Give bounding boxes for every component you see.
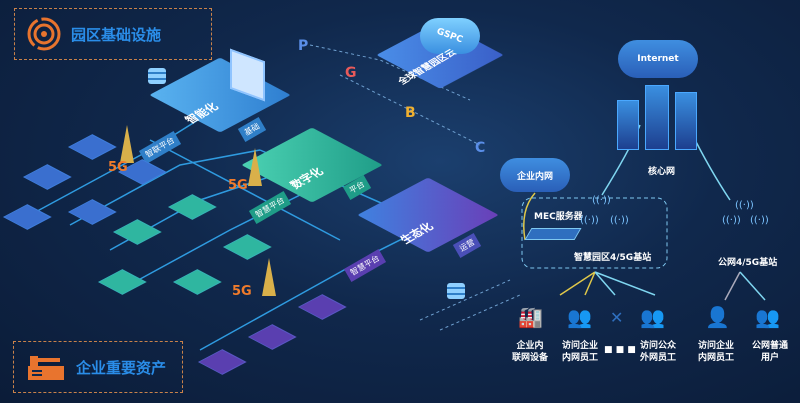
internet-label: Internet [637, 54, 679, 64]
park-station-label: 智慧园区4/5G基站 [574, 253, 652, 263]
public-station-label: 公网4/5G基站 [718, 258, 778, 268]
meeting-icon: 👥 [567, 305, 592, 329]
legend-enterprise-assets: 企业重要资产 [13, 341, 183, 393]
letter-b: B [405, 105, 416, 121]
legend-label: 园区基础设施 [71, 25, 162, 44]
internet-cloud: Internet [618, 40, 698, 78]
users-icon: 👥 [755, 305, 780, 329]
server-bar [645, 85, 669, 150]
tower-icon [262, 258, 276, 296]
tower-icon [248, 148, 262, 186]
5g-label: 5G [108, 160, 128, 175]
target-rings-icon [27, 17, 61, 51]
machine-icon [28, 356, 64, 380]
gspc-cloud: GSPC [420, 18, 480, 54]
server-icon [524, 228, 582, 240]
gspc-badge: GSPC [435, 26, 465, 46]
enterprise-intranet-label: 企业内网 [516, 171, 553, 182]
legend-park-infrastructure: 园区基础设施 [14, 8, 212, 60]
letter-p: P [298, 38, 309, 54]
antenna-icon: ((·)) [735, 200, 754, 211]
user-label: 公网普通 用户 [752, 341, 789, 363]
user-label: 访问企业 内网员工 [698, 341, 735, 363]
ellipsis: ■ ■ ■ [604, 345, 636, 355]
user-label: 访问公众 外网员工 [640, 341, 677, 363]
database-stack-icon [148, 68, 166, 84]
antenna-icon: ((·)) [610, 215, 629, 226]
user-label: 访问企业 内网员工 [562, 341, 599, 363]
server-bar [617, 100, 639, 150]
group-icon: 👥 [640, 305, 665, 329]
5g-label: 5G [228, 178, 248, 193]
antenna-icon: ((·)) [722, 215, 741, 226]
tower-icon [120, 125, 134, 163]
core-network-label: 核心网 [648, 167, 676, 177]
5g-label: 5G [232, 284, 252, 299]
antenna-icon: ((·)) [592, 195, 611, 206]
laptop-user-icon: 👤 [705, 305, 730, 329]
legend-label: 企业重要资产 [76, 358, 167, 377]
database-stack-icon [447, 283, 465, 299]
antenna-icon: ((·)) [750, 215, 769, 226]
user-label: 企业内 联网设备 [512, 341, 549, 363]
device-icon: ✕ [610, 308, 624, 327]
enterprise-intranet-cloud: 企业内网 [500, 158, 570, 192]
letter-g: G [345, 65, 357, 81]
server-bar [675, 92, 697, 150]
factory-icon: 🏭 [518, 305, 543, 329]
antenna-icon: ((·)) [580, 215, 599, 226]
letter-c: C [475, 140, 486, 156]
mec-server-label: MEC服务器 [534, 212, 583, 222]
